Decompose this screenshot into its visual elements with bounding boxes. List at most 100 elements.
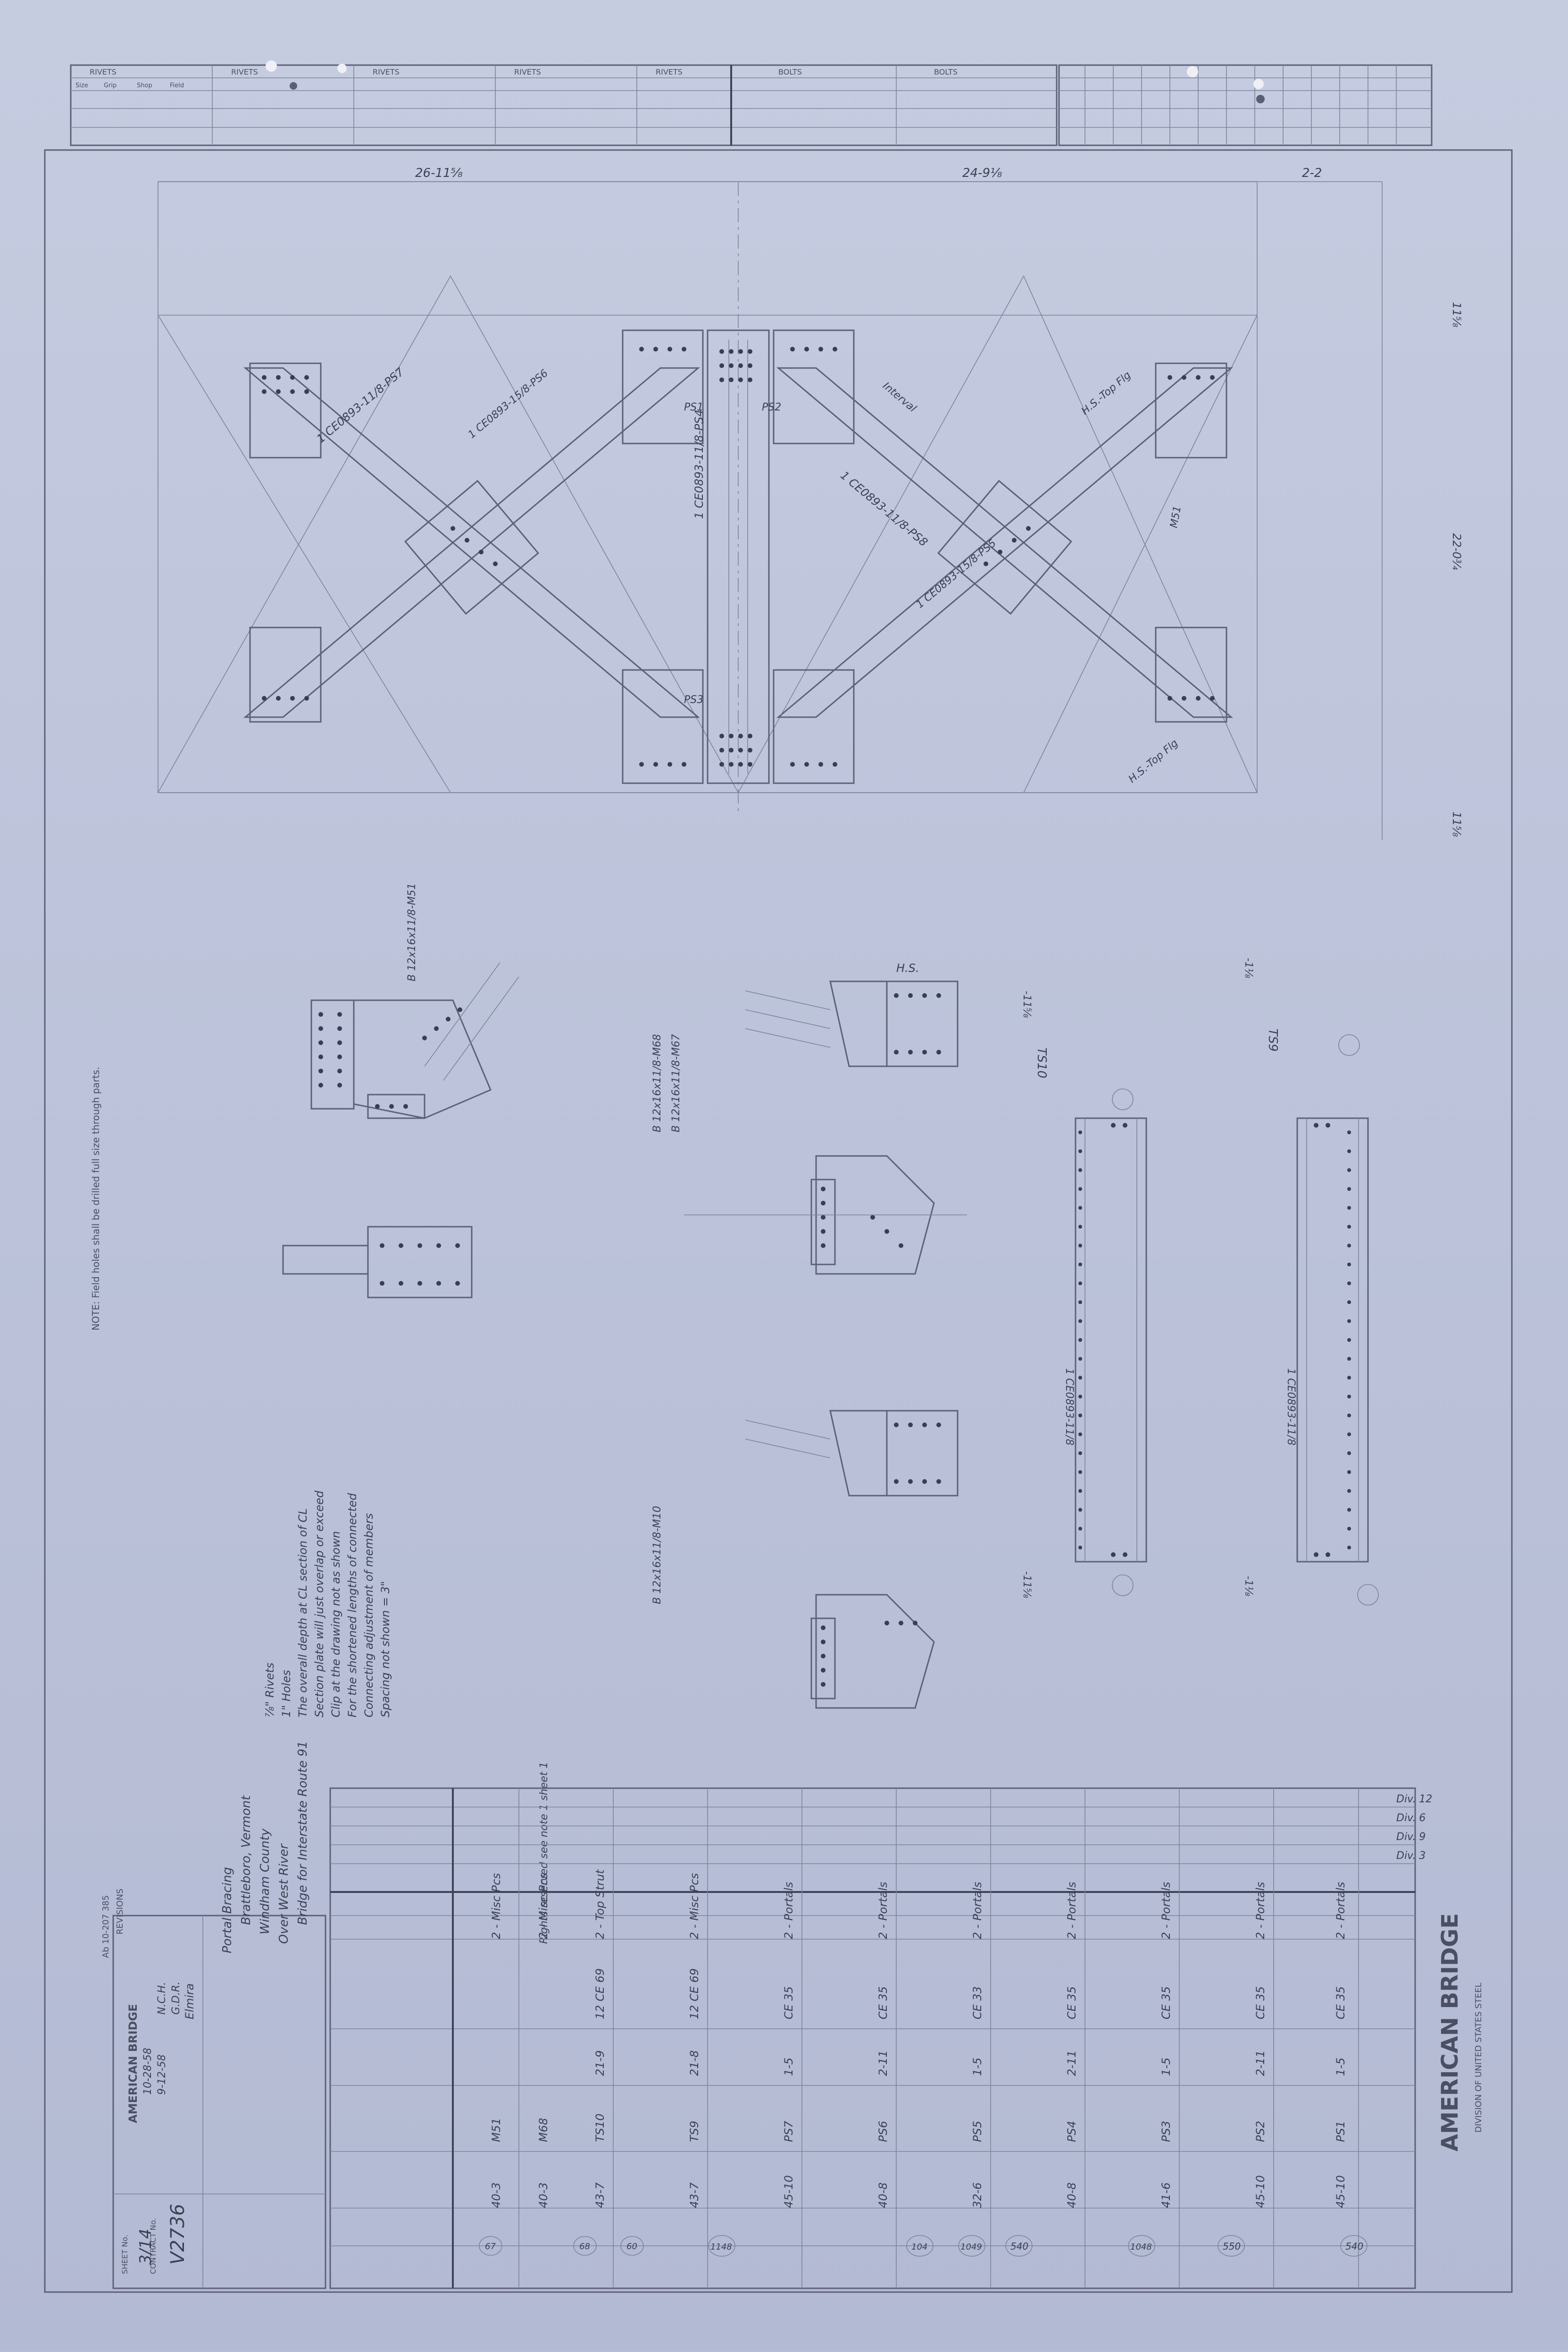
strut-dim-1: -11⅝: [1021, 991, 1033, 1018]
contract-number: V2736: [167, 2204, 189, 2265]
note-line-8: Spacing not shown = 3": [379, 1581, 392, 1717]
dim-top-right: 2-2: [1302, 166, 1322, 180]
svg-text:2-11: 2-11: [1065, 2051, 1078, 2076]
detail-label-3: B 12x16x11/8-M67: [670, 1034, 682, 1132]
svg-text:40-8: 40-8: [1065, 2183, 1078, 2208]
hdr-sub-3: Shop: [137, 82, 152, 89]
svg-text:32-6: 32-6: [971, 2183, 984, 2208]
strut-dim-2: -11⅝: [1021, 1571, 1033, 1598]
project-line-4: Brattleboro, Vermont: [239, 1795, 253, 1925]
bill-row: 2 - Portals CE 35 2-11 PS4 40-8: [1065, 1882, 1078, 2209]
svg-text:2-11: 2-11: [1254, 2051, 1267, 2076]
svg-text:CE 33: CE 33: [971, 1986, 984, 2019]
hdr-group-4: RIVETS: [514, 67, 541, 76]
svg-text:2 - Portals: 2 - Portals: [876, 1882, 890, 1940]
svg-text:CE 35: CE 35: [1065, 1986, 1078, 2019]
label-ps8: 1 CE0893-11/8-PS8: [838, 469, 930, 549]
detail-left-label: B 12x16x11/8-M51: [406, 883, 418, 981]
hdr-sub-2: Grip: [104, 82, 117, 89]
hdr-group-7: BOLTS: [934, 67, 958, 76]
svg-text:PS1: PS1: [1334, 2121, 1347, 2142]
strut-label-ts9: 1 CE0893-11/8: [1285, 1368, 1297, 1446]
strut-dim-4: -1⅛: [1243, 1576, 1254, 1596]
shipping-circles: 540 550 1048 540 1049 1148 67 68 60 104: [479, 2235, 1368, 2257]
svg-text:TS10: TS10: [593, 2114, 607, 2142]
svg-text:43-7: 43-7: [593, 2182, 607, 2208]
portal-elevation: 26-11⅝ 24-9⅛ 2-2 11⅝ 22-0¾ 11⅝ 1 CE0893-…: [158, 166, 1463, 840]
svg-text:2 - Portals: 2 - Portals: [971, 1882, 984, 1940]
dim-right-top: 11⅝: [1450, 302, 1463, 327]
svg-text:21-8: 21-8: [688, 2051, 701, 2076]
dim-top-mid: 24-9⅛: [962, 166, 1002, 180]
detail-struts: TS10 1 CE0893-11/8 -11⅝ -11⅝ TS9 1 CE089…: [1021, 958, 1379, 1606]
hdr-group-5: RIVETS: [656, 67, 683, 76]
mark-ps1: PS1: [684, 402, 703, 413]
bill-row: 2 - Portals CE 35 2-11 PS2 45-10: [1254, 1882, 1267, 2209]
bill-row: 2 - Misc Pcs M51 40-3: [490, 1873, 503, 2208]
svg-text:43-7: 43-7: [688, 2182, 701, 2208]
sheet-label: SHEET No.: [120, 2235, 129, 2274]
svg-text:2 - Portals: 2 - Portals: [1065, 1882, 1078, 1940]
notes-block: NOTE: Field holes shall be drilled full …: [90, 1067, 550, 1944]
svg-text:M68: M68: [537, 2118, 550, 2142]
bill-row: 2 - Portals CE 33 1-5 PS5 32-6: [971, 1882, 984, 2209]
svg-text:1-5: 1-5: [782, 2058, 795, 2076]
project-line-2: Over West River: [277, 1843, 291, 1944]
drawn-by: N.C.H.: [156, 1982, 168, 2015]
project-line-5: Portal Bracing: [220, 1867, 234, 1953]
header-rivet-table: RIVETS RIVETS RIVETS RIVETS RIVETS BOLTS…: [70, 64, 1433, 146]
svg-text:PS4: PS4: [1065, 2121, 1078, 2142]
svg-text:2 - Portals: 2 - Portals: [1334, 1882, 1347, 1940]
div-tag-3: Div. 9: [1396, 1831, 1426, 1843]
ship-mark: 540: [1345, 2241, 1363, 2252]
date-checked: 10-28-58: [142, 2048, 154, 2095]
sheet-border: [44, 149, 1513, 2293]
svg-text:1-5: 1-5: [1159, 2058, 1173, 2076]
note-line-6: For the shortened lengths of connected: [346, 1493, 359, 1717]
svg-text:CE 35: CE 35: [876, 1986, 890, 2019]
detail-label-2: B 12x16x11/8-M68: [651, 1034, 663, 1132]
svg-text:12 CE 69: 12 CE 69: [593, 1968, 607, 2019]
svg-text:1-5: 1-5: [971, 2058, 984, 2076]
ship-mark: 67: [485, 2242, 496, 2252]
date-made: 9-12-58: [156, 2054, 168, 2095]
bill-row: 2 - Misc Pcs M68 40-3: [537, 1873, 550, 2208]
bill-row: 2 - Portals CE 35 1-5 PS1 45-10: [1334, 1882, 1347, 2209]
svg-text:45-10: 45-10: [1334, 2175, 1347, 2208]
detail-label-4: B 12x16x11/8-M10: [651, 1506, 663, 1604]
title-block: Bridge for Interstate Route 91 Over West…: [101, 1741, 326, 2289]
hdr-sub-4: Field: [170, 82, 184, 89]
bill-row: 2 - Portals CE 35 1-5 PS7 45-10: [782, 1882, 795, 2209]
label-ps6: 1 CE0893-15/8-PS6: [466, 368, 550, 441]
bill-of-material: Div. 12 Div. 6 Div. 9 Div. 3 2 - Portals…: [329, 1787, 1484, 2289]
strut-mark-ts9: TS9: [1266, 1029, 1280, 1052]
label-hs-top-2: H.S.-Top Flg: [1126, 737, 1181, 786]
svg-text:45-10: 45-10: [782, 2175, 795, 2208]
hdr-group-6: BOLTS: [778, 67, 802, 76]
dim-right-bot: 11⅝: [1450, 812, 1463, 837]
dim-right-mid: 22-0¾: [1450, 533, 1463, 570]
bill-row: 2 - Top Strut 12 CE 69 21-9 TS10 43-7: [593, 1869, 607, 2208]
ship-mark: 540: [1010, 2241, 1028, 2252]
svg-text:2 - Portals: 2 - Portals: [1254, 1882, 1267, 1940]
ship-mark: 60: [626, 2242, 637, 2252]
note-line-1: ⅞" Rivets: [263, 1663, 276, 1717]
svg-text:21-9: 21-9: [593, 2051, 607, 2076]
svg-text:2 - Portals: 2 - Portals: [1159, 1882, 1173, 1940]
bill-row: 2 - Portals CE 35 1-5 PS3 41-6: [1159, 1882, 1173, 2209]
company-division: DIVISION OF UNITED STATES STEEL: [1474, 1983, 1484, 2133]
field-note-stamp: NOTE: Field holes shall be drilled full …: [90, 1067, 101, 1331]
svg-text:CE 35: CE 35: [1254, 1986, 1267, 2019]
hs-label-1: H.S.: [896, 962, 919, 975]
hdr-group-2: RIVETS: [231, 67, 258, 76]
svg-text:40-8: 40-8: [876, 2183, 890, 2208]
svg-text:PS6: PS6: [876, 2121, 890, 2142]
rights-note: Rights reserved see note 1 sheet 1: [538, 1762, 550, 1944]
div-tag-1: Div. 12: [1396, 1793, 1432, 1805]
ship-mark: 550: [1223, 2241, 1241, 2252]
note-line-2: 1" Holes: [280, 1670, 293, 1717]
note-line-3: The overall depth at CL section of CL: [296, 1508, 309, 1717]
div-tag-2: Div. 6: [1396, 1812, 1426, 1824]
bill-row: 2 - Misc Pcs 12 CE 69 21-8 TS9 43-7: [688, 1873, 701, 2208]
